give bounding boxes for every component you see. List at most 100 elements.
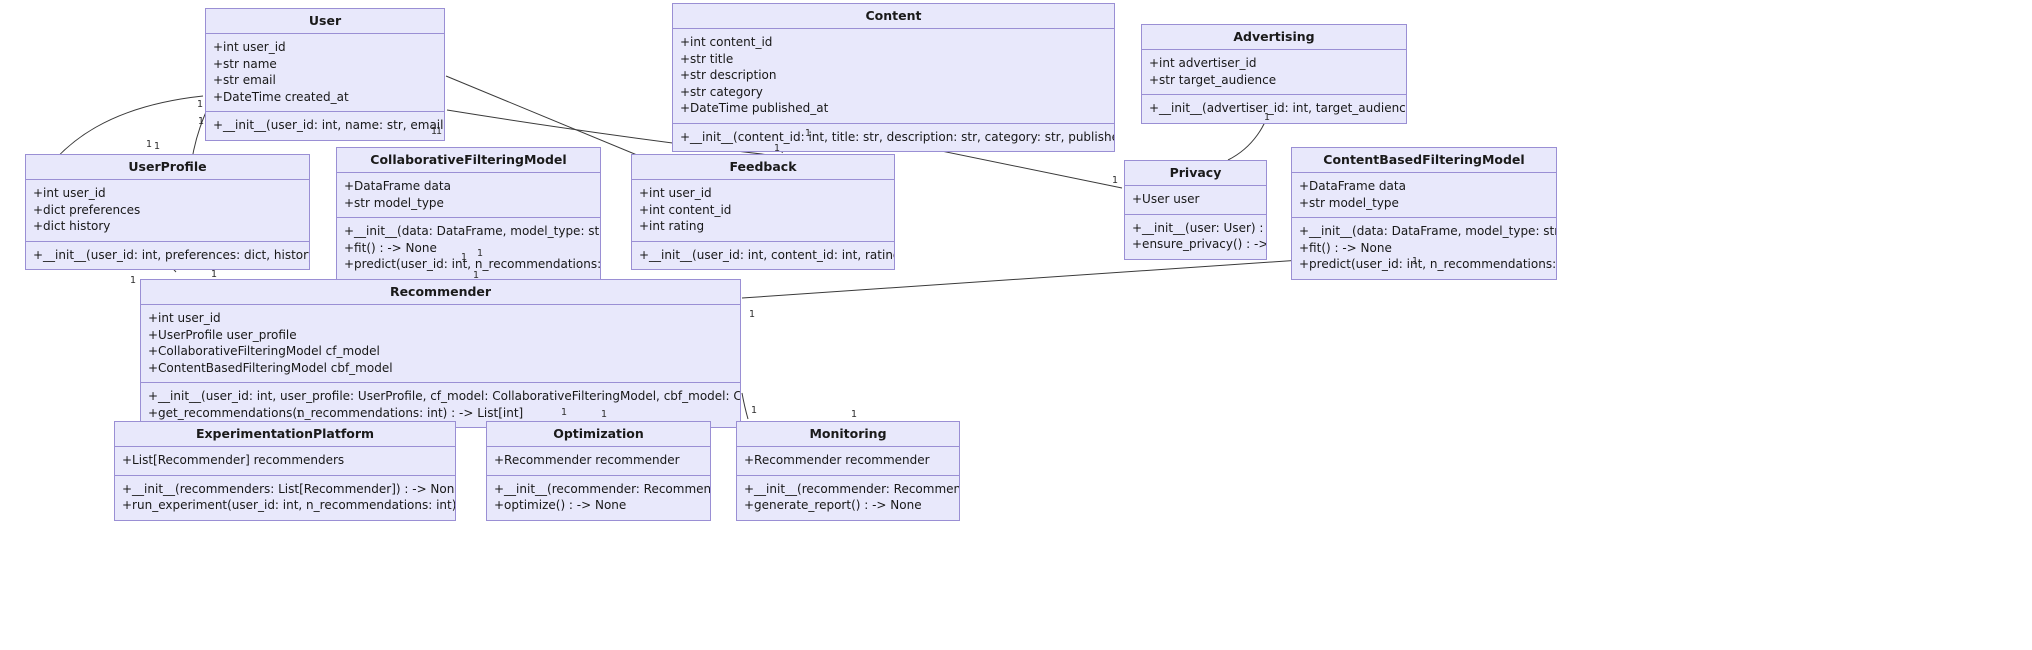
attribute-row: +List[Recommender] recommenders bbox=[122, 453, 345, 467]
class-attributes-userprofile: +int user_id+dict preferences+dict histo… bbox=[26, 180, 309, 242]
multiplicity-label: 1 bbox=[1412, 256, 1419, 267]
multiplicity-label: 1 bbox=[436, 126, 443, 137]
class-box-cbfmodel[interactable]: ContentBasedFilteringModel+DataFrame dat… bbox=[1291, 147, 1557, 280]
multiplicity-label: 1 bbox=[805, 128, 812, 139]
attribute-row: +DataFrame data bbox=[1299, 179, 1406, 193]
attribute-row: +str category bbox=[680, 84, 763, 99]
class-methods-privacy: +__init__(user: User) : -> None +ensure_p… bbox=[1125, 215, 1266, 259]
multiplicity-label: 1 bbox=[774, 143, 781, 154]
method-row: +__init__(user: User) : -> None bbox=[1132, 220, 1266, 235]
class-methods-feedback: +__init__(user_id: int, content_id: int,… bbox=[632, 242, 894, 270]
method-row: +fit() : -> None bbox=[344, 240, 437, 255]
class-attributes-feedback: +int user_id +int content_id +int rating bbox=[632, 180, 894, 242]
attribute-row: +int user_id bbox=[148, 311, 221, 325]
method-row: +optimize() : -> None bbox=[494, 498, 627, 512]
method-row: +ensure_privacy() : -> None bbox=[1132, 237, 1267, 251]
class-box-content[interactable]: Content +int content_id +str title +str des… bbox=[672, 3, 1115, 152]
multiplicity-label: 1 bbox=[477, 248, 484, 259]
attribute-row: +int content_id bbox=[680, 35, 773, 49]
class-attributes-content: +int content_id +str title +str descriptio… bbox=[673, 29, 1114, 124]
method-row: +get_recommendations(n_recommendations: … bbox=[148, 405, 524, 420]
multiplicity-label: 1 bbox=[473, 270, 480, 281]
class-title-userprofile: UserProfile bbox=[26, 155, 309, 180]
attribute-row: +dict preferences bbox=[33, 202, 141, 217]
class-box-feedback[interactable]: Feedback+int user_id+int content_id+int … bbox=[631, 154, 895, 270]
class-methods-user: +__init__(user_id: int, name: str, email… bbox=[206, 112, 444, 140]
multiplicity-label: 1 bbox=[154, 141, 161, 152]
method-row: +__init__(data: DataFrame, model_type: s… bbox=[1299, 224, 1556, 238]
attribute-row: +int content_id bbox=[639, 202, 732, 217]
attribute-row: +dict history bbox=[33, 219, 111, 233]
attribute-row: +str model_type bbox=[1299, 195, 1399, 210]
class-methods-advertising: +__init__(advertiser_id: int, target_aud… bbox=[1142, 95, 1406, 123]
edge-recommender-monitoring bbox=[741, 392, 749, 420]
class-box-user[interactable]: User +int user_id +str name +str email +Date… bbox=[205, 8, 445, 141]
attribute-row: +str title bbox=[680, 51, 734, 66]
multiplicity-label: 1 bbox=[461, 252, 468, 263]
method-row: +__init__(data: DataFrame, model_type: s… bbox=[344, 224, 600, 238]
multiplicity-label: 1 bbox=[1264, 112, 1271, 123]
attribute-row: +Recommender recommender bbox=[744, 453, 930, 467]
attribute-row: +DateTime published_at bbox=[680, 101, 829, 115]
class-box-advertising[interactable]: Advertising+int advertiser_id+str target… bbox=[1141, 24, 1407, 124]
method-row: +__init__(recommender: Recommender) : ->… bbox=[494, 481, 711, 496]
class-attributes-optimization: +Recommender recommender bbox=[487, 447, 710, 476]
attribute-row: +CollaborativeFilteringModel cf_model bbox=[148, 344, 380, 358]
class-title-privacy: Privacy bbox=[1125, 161, 1266, 186]
attribute-row: +str email bbox=[213, 73, 276, 87]
method-row: +predict(user_id: int, n_recommendations… bbox=[1299, 257, 1557, 271]
class-box-userprofile[interactable]: UserProfile+int user_id+dict preferences… bbox=[25, 154, 310, 270]
attribute-row: +DateTime created_at bbox=[213, 89, 349, 104]
class-title-recommender: Recommender bbox=[141, 280, 740, 305]
attribute-row: +str description bbox=[680, 68, 777, 82]
attribute-row: +int advertiser_id bbox=[1149, 56, 1257, 70]
class-box-privacy[interactable]: Privacy +User user +__init__(user: User) :… bbox=[1124, 160, 1267, 260]
class-title-feedback: Feedback bbox=[632, 155, 894, 180]
class-methods-content: +__init__(content_id: int, title: str, d… bbox=[673, 124, 1114, 152]
attribute-row: +int user_id bbox=[639, 186, 712, 200]
class-title-content: Content bbox=[673, 4, 1114, 29]
multiplicity-label: 1 bbox=[749, 309, 756, 320]
multiplicity-label: 1 bbox=[296, 409, 303, 420]
class-box-optimization[interactable]: Optimization+Recommender recommender+__i… bbox=[486, 421, 711, 521]
method-row: +__init__(user_id: int, preferences: dic… bbox=[33, 247, 309, 262]
class-title-user: User bbox=[206, 9, 444, 34]
attribute-row: +DataFrame data bbox=[344, 179, 451, 193]
class-attributes-advertising: +int advertiser_id +str target_audience bbox=[1142, 50, 1406, 95]
class-title-monitoring: Monitoring bbox=[737, 422, 959, 447]
method-row: +__init__(user_id: int, name: str, email… bbox=[213, 118, 445, 132]
multiplicity-label: 1 bbox=[198, 116, 205, 127]
class-methods-monitoring: +__init__(recommender: Recommender) : ->… bbox=[737, 476, 959, 520]
class-attributes-user: +int user_id +str name +str email +DateTime… bbox=[206, 34, 444, 112]
method-row: +predict(user_id: int, n_recommendations… bbox=[344, 257, 601, 271]
attribute-row: +ContentBasedFilteringModel cbf_model bbox=[148, 360, 393, 375]
multiplicity-label: 1 bbox=[1112, 175, 1119, 186]
attribute-row: +int rating bbox=[639, 219, 705, 233]
class-methods-userprofile: +__init__(user_id: int, preferences: dic… bbox=[26, 242, 309, 270]
attribute-row: +UserProfile user_profile bbox=[148, 327, 297, 342]
multiplicity-label: 1 bbox=[431, 126, 438, 137]
attribute-row: +str model_type bbox=[344, 195, 444, 210]
multiplicity-label: 1 bbox=[601, 409, 608, 420]
attribute-row: +str target_audience bbox=[1149, 72, 1277, 87]
method-row: +__init__(advertiser_id: int, target_aud… bbox=[1149, 101, 1406, 115]
class-box-expplatform[interactable]: ExperimentationPlatform+List[Recommender… bbox=[114, 421, 456, 521]
attribute-row: +str name bbox=[213, 56, 277, 71]
class-methods-cfmodel: +__init__(data: DataFrame, model_type: s… bbox=[337, 218, 600, 279]
method-row: +run_experiment(user_id: int, n_recommen… bbox=[122, 498, 456, 512]
class-methods-optimization: +__init__(recommender: Recommender) : ->… bbox=[487, 476, 710, 520]
class-box-cfmodel[interactable]: CollaborativeFilteringModel +DataFrame da… bbox=[336, 147, 601, 280]
attribute-row: +User user bbox=[1132, 192, 1200, 206]
attribute-row: +int user_id bbox=[213, 40, 286, 54]
class-box-recommender[interactable]: Recommender +int user_id +UserProfile user… bbox=[140, 279, 741, 428]
class-title-cfmodel: CollaborativeFilteringModel bbox=[337, 148, 600, 173]
class-methods-recommender: +__init__(user_id: int, user_profile: Us… bbox=[141, 383, 740, 427]
multiplicity-label: 1 bbox=[561, 407, 568, 418]
method-row: +__init__(recommenders: List[Recommender… bbox=[122, 481, 456, 496]
class-box-monitoring[interactable]: Monitoring +Recommender recommender +__ini… bbox=[736, 421, 960, 521]
class-attributes-expplatform: +List[Recommender] recommenders bbox=[115, 447, 455, 476]
class-attributes-privacy: +User user bbox=[1125, 186, 1266, 215]
class-methods-cbfmodel: +__init__(data: DataFrame, model_type: s… bbox=[1292, 218, 1556, 279]
method-row: +__init__(user_id: int, user_profile: Us… bbox=[148, 389, 741, 403]
